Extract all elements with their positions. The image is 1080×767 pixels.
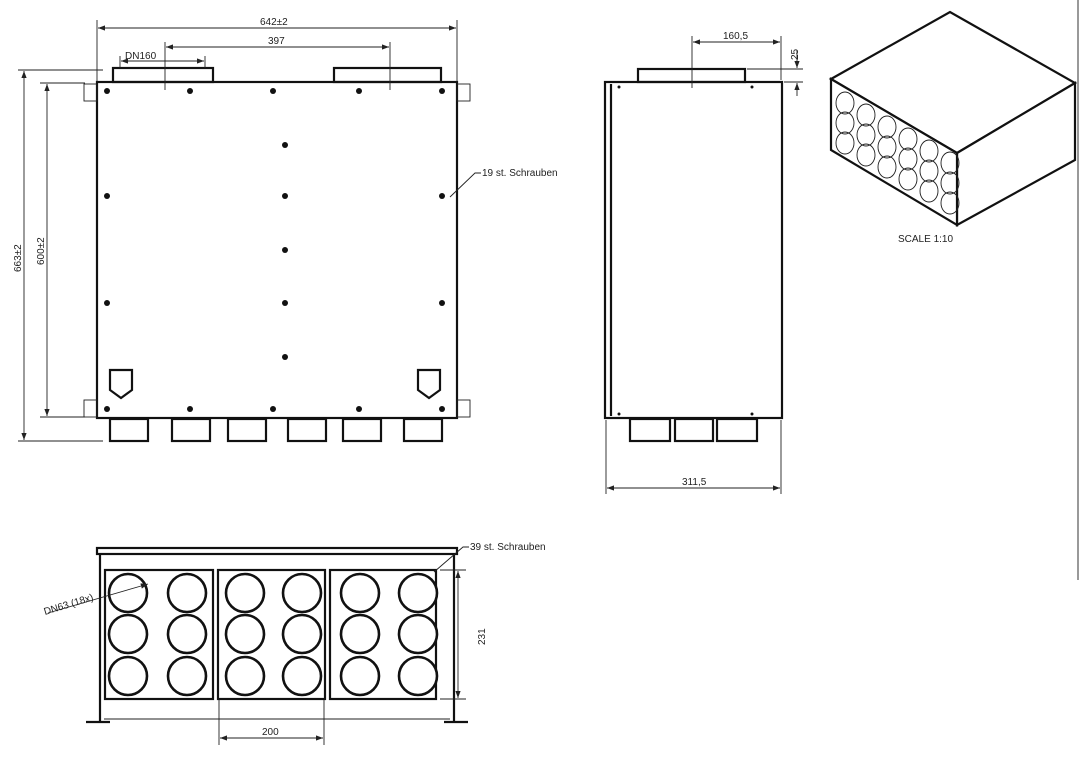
screw-dot (104, 88, 110, 94)
iso-pipe (877, 115, 897, 139)
pipe-opening (166, 572, 208, 614)
top-duct-stub-right (332, 66, 443, 84)
screw-dot (439, 406, 445, 412)
side-top-stub (636, 67, 747, 84)
pipe-opening (397, 613, 439, 655)
pipe-opening (397, 655, 439, 697)
screw-dot (104, 406, 110, 412)
screw-dot (282, 142, 288, 148)
iso-pipe (940, 151, 960, 175)
bottom-view: DN63 (18x) 39 st. Schrauben 231 200 (43, 542, 546, 745)
screw-dot (356, 406, 362, 412)
stub-height-dim-label: 25 (790, 48, 801, 60)
screw-dot (282, 354, 288, 360)
pipe-note: DN63 (18x) (43, 592, 95, 617)
depth-dim-label: 311,5 (682, 477, 707, 488)
side-body (603, 80, 784, 420)
iso-pipe (835, 131, 855, 155)
isometric-view: SCALE 1:10 (828, 10, 1078, 245)
front-view: 642±2 397 DN160 663±2 600±2 19 st. Schra… (13, 17, 558, 443)
iso-pipe (919, 179, 939, 203)
offset-dim-label: 160,5 (723, 31, 748, 42)
bottom-duct-stub (170, 417, 212, 443)
iso-pipe (856, 123, 876, 147)
screw-dot (104, 300, 110, 306)
iso-pipe (940, 191, 960, 215)
bottom-duct-stub (341, 417, 383, 443)
pipe-opening (107, 655, 149, 697)
pipe-opening (397, 572, 439, 614)
screw-note-front: 19 st. Schrauben (482, 168, 558, 179)
iso-pipe (919, 139, 939, 163)
bottom-duct-stub (108, 417, 150, 443)
screw-dot (282, 193, 288, 199)
screw-dot (270, 406, 276, 412)
pipe-opening (166, 655, 208, 697)
spacing-dim-label: 397 (268, 36, 285, 47)
height-total-dim-label: 663±2 (13, 244, 24, 272)
screw-dot (282, 300, 288, 306)
iso-pipes (835, 91, 960, 215)
pipe-opening (281, 655, 323, 697)
screw-note-bottom: 39 st. Schrauben (470, 542, 546, 553)
bottom-duct-stubs (108, 417, 444, 443)
front-body (95, 80, 459, 420)
pipe-opening (339, 613, 381, 655)
height-body-dim-label: 600±2 (36, 237, 47, 265)
screw-dot (439, 88, 445, 94)
iso-pipe (877, 155, 897, 179)
iso-front-face (829, 77, 959, 227)
iso-pipe (877, 135, 897, 159)
iso-pipe (898, 127, 918, 151)
pipe-opening (107, 613, 149, 655)
iso-pipe (856, 143, 876, 167)
iso-pipe (856, 103, 876, 127)
panel-height-dim-label: 231 (477, 628, 488, 645)
bottom-duct-stub (402, 417, 444, 443)
iso-pipe (898, 167, 918, 191)
screw-dot (187, 406, 193, 412)
width-dim-label: 642±2 (260, 17, 288, 28)
screw-dot (187, 88, 193, 94)
iso-pipe (898, 147, 918, 171)
pipe-opening (166, 613, 208, 655)
bottom-duct-stub (226, 417, 268, 443)
dn63-pipe-openings (107, 572, 439, 697)
pipe-opening (281, 572, 323, 614)
pipe-opening (339, 655, 381, 697)
duct-dim-label: DN160 (125, 51, 157, 62)
lock-icon (416, 368, 442, 400)
iso-pipe (919, 159, 939, 183)
scale-label: SCALE 1:10 (898, 234, 953, 245)
screw-dots (104, 88, 445, 412)
screw-dot (270, 88, 276, 94)
screw-dot (356, 88, 362, 94)
screw-dot (282, 247, 288, 253)
iso-pipe (835, 111, 855, 135)
panel-width-dim-label: 200 (262, 727, 279, 738)
side-view: 160,5 25 311,5 (603, 31, 803, 494)
screw-dot (439, 193, 445, 199)
iso-pipe (940, 171, 960, 195)
pipe-opening (107, 572, 149, 614)
pipe-opening (224, 572, 266, 614)
pipe-opening (281, 613, 323, 655)
mounting-brackets (83, 83, 471, 418)
screw-dot (104, 193, 110, 199)
iso-pipe (835, 91, 855, 115)
pipe-opening (224, 655, 266, 697)
top-duct-stub-left (111, 66, 215, 84)
bottom-duct-stub (286, 417, 328, 443)
lock-icon (108, 368, 134, 400)
pipe-opening (339, 572, 381, 614)
screw-dot (439, 300, 445, 306)
pipe-opening (224, 613, 266, 655)
